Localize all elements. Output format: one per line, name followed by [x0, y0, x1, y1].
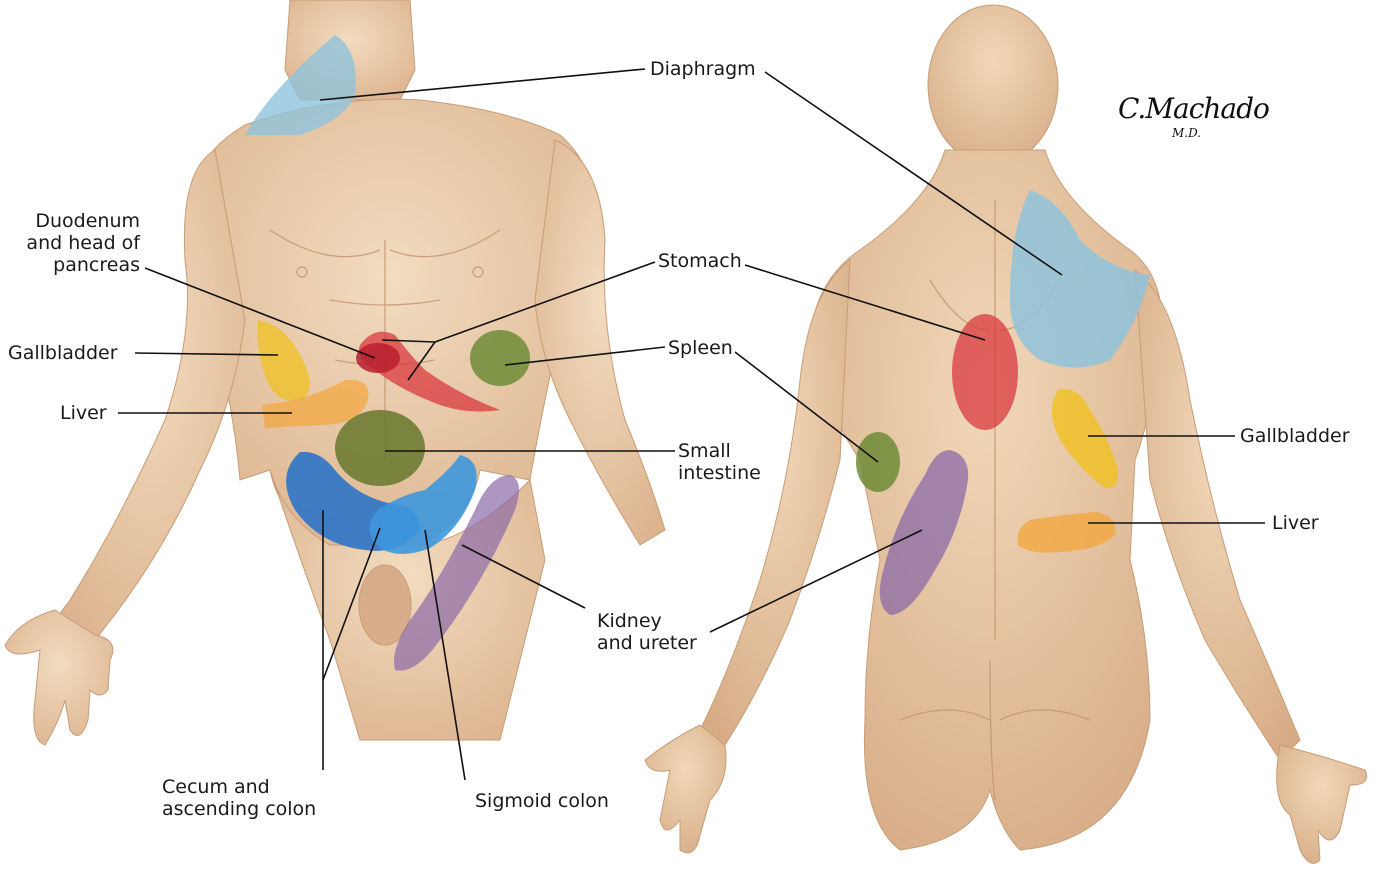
label-small-intestine: Small intestine	[678, 440, 761, 484]
artist-signature-suffix: M.D.	[1172, 126, 1201, 140]
label-gallbladder-front: Gallbladder	[8, 342, 118, 364]
label-liver-back: Liver	[1272, 512, 1319, 534]
label-stomach: Stomach	[658, 250, 742, 272]
label-kidney-ureter-text: Kidney and ureter	[597, 610, 697, 654]
label-duodenum-text: Duodenum and head of pancreas	[20, 210, 140, 276]
label-diaphragm: Diaphragm	[650, 58, 756, 80]
label-cecum-text: Cecum and ascending colon	[162, 776, 316, 820]
label-liver-front: Liver	[60, 402, 107, 424]
artist-signature: C.Machado	[1118, 92, 1269, 125]
spleen-zone-front	[470, 330, 530, 386]
stomach-zone-back	[952, 314, 1018, 430]
label-kidney-ureter: Kidney and ureter	[597, 610, 697, 654]
label-gallbladder-back: Gallbladder	[1240, 425, 1350, 447]
label-duodenum-pancreas: Duodenum and head of pancreas	[20, 210, 140, 276]
small-intestine-zone-front	[335, 410, 425, 486]
label-small-intestine-text: Small intestine	[678, 440, 761, 484]
label-cecum-ascending-colon: Cecum and ascending colon	[162, 776, 316, 820]
label-spleen: Spleen	[668, 337, 733, 359]
duodenum-zone-front	[356, 343, 400, 373]
label-sigmoid-colon: Sigmoid colon	[475, 790, 609, 812]
